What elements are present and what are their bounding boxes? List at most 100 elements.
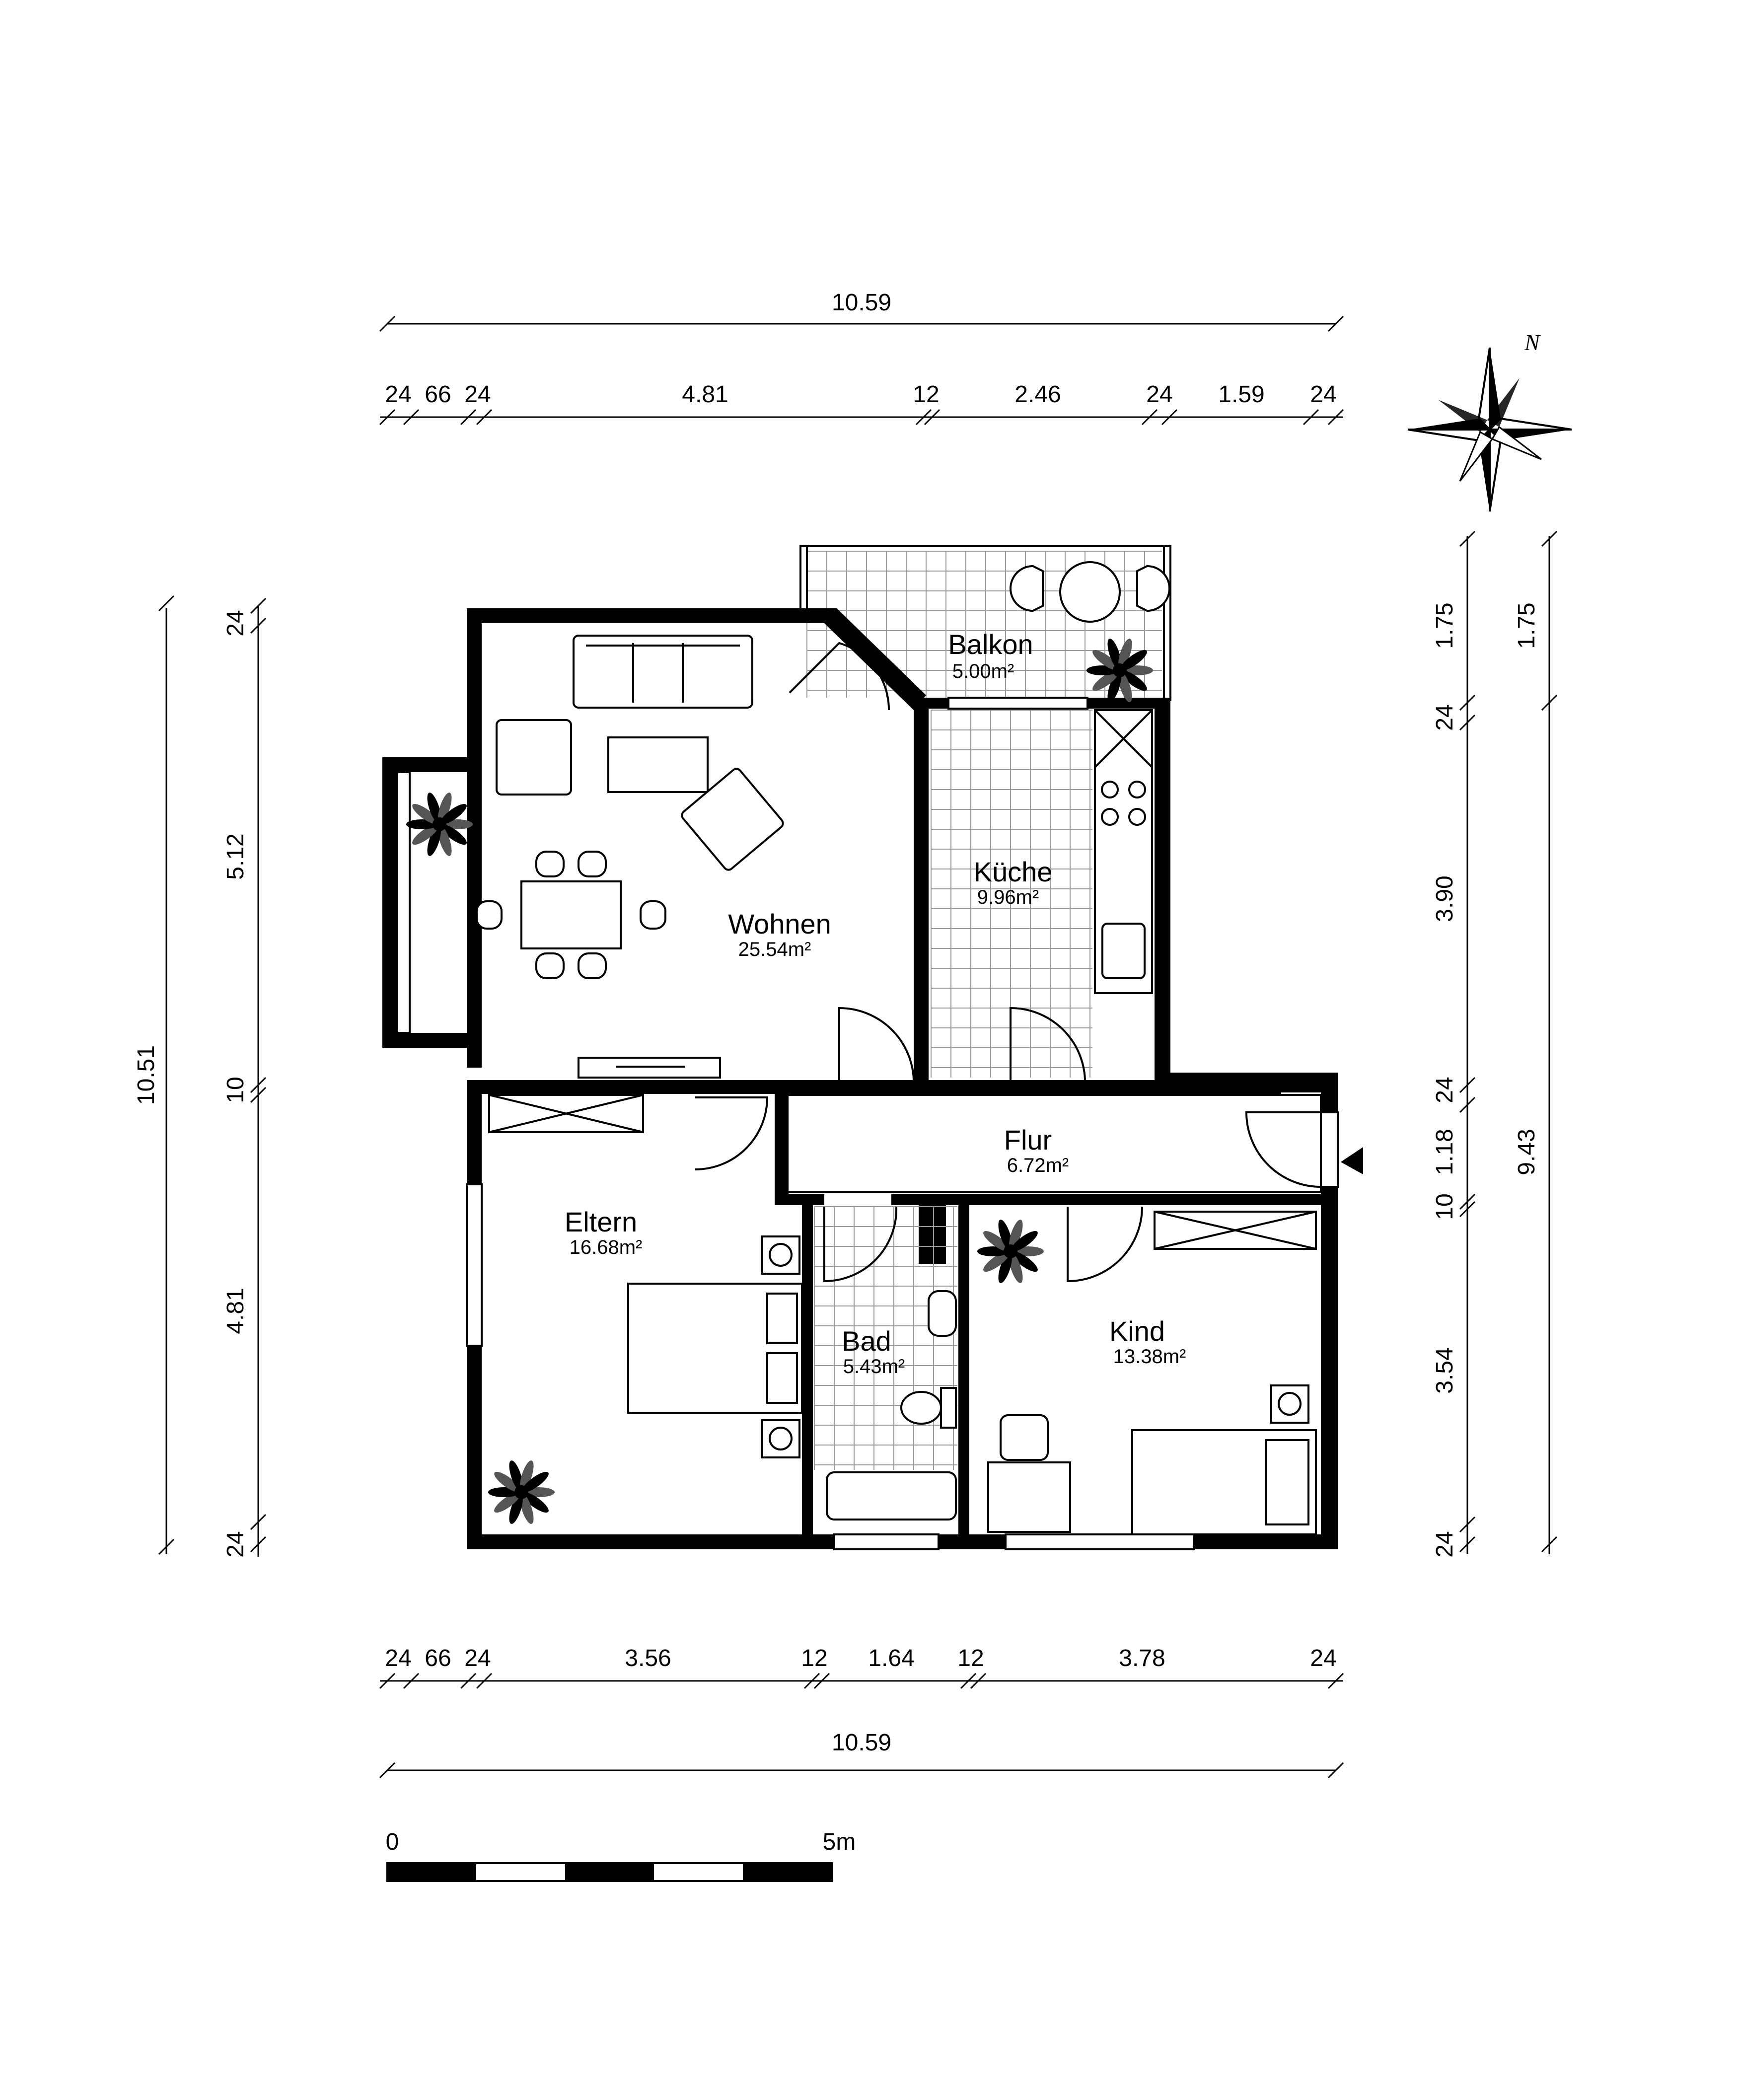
north-compass-icon: N [1407,330,1572,512]
kitchen-tiles [931,710,1092,1078]
left-seg-4: 4.81 [222,1288,249,1334]
scale-start-label: 0 [386,1829,399,1855]
room-area-kueche: 9.96m² [977,886,1039,908]
pillow [766,1293,798,1344]
nightstand [761,1419,800,1458]
left-seg-2: 5.12 [222,833,249,879]
plant-icon [1086,639,1153,702]
top-seg-2: 66 [425,381,451,408]
balcony-chair-left [1010,565,1044,612]
right-overall-label: 9.43 [1514,1129,1540,1175]
room-area-bad: 5.43m² [843,1356,905,1377]
pillow [1265,1439,1309,1525]
bottom-seg-2: 66 [425,1645,451,1671]
right-seg-3: 3.90 [1432,875,1458,922]
right-balcony-label: 1.75 [1514,602,1540,649]
top-seg-5: 12 [913,381,939,408]
top-segment-dimensions: 24 66 24 4.81 12 2.46 24 1.59 24 [379,381,1344,426]
right-seg-1: 1.75 [1432,602,1458,649]
scale-segment [743,1863,832,1881]
left-overall-dimension: 10.51 [133,595,175,1555]
balcony-chair-right [1136,565,1170,612]
kind-furniture [987,1211,1317,1535]
bottom-overall-label: 10.59 [832,1730,891,1756]
top-seg-3: 24 [464,381,491,408]
plant-icon [977,1220,1044,1283]
doors [695,642,1363,1283]
balcony-door [789,642,890,711]
desk-chair [1000,1414,1049,1461]
walls [382,608,1338,1549]
bath-tiles [814,1206,957,1470]
bottom-seg-9: 24 [1310,1645,1336,1671]
right-seg-8: 24 [1432,1531,1458,1557]
right-seg-5: 1.18 [1432,1129,1458,1175]
armchair-left [496,719,572,796]
room-name-balkon: Balkon [948,629,1033,660]
bottom-seg-6: 1.64 [868,1645,914,1671]
right-seg-2: 24 [1432,704,1458,730]
dining-chair [535,952,565,979]
room-name-flur: Flur [1004,1124,1052,1156]
pillow [766,1352,798,1404]
left-seg-5: 24 [222,1531,249,1557]
top-seg-7: 24 [1146,381,1172,408]
right-seg-4: 24 [1432,1077,1458,1103]
room-name-bad: Bad [842,1325,891,1357]
wohnen-door [838,1007,915,1081]
kind-door [1067,1206,1143,1283]
left-seg-3: 10 [222,1077,249,1103]
top-seg-1: 24 [385,381,411,408]
plants [406,639,1153,1524]
wohnen-window [396,771,411,1034]
compass-north-label: N [1524,330,1541,355]
armchair-right [681,768,784,871]
scale-bar: 0 5m [386,1829,856,1882]
top-seg-9: 24 [1310,381,1336,408]
plant-icon [406,793,473,856]
bottom-seg-3: 24 [464,1645,491,1671]
room-area-flur: 6.72m² [1007,1155,1069,1176]
room-name-eltern: Eltern [565,1206,637,1237]
left-segment-dimensions: 24 5.12 10 4.81 24 [222,597,267,1558]
balcony-table [1059,561,1121,623]
kueche-furniture [1094,709,1153,994]
eltern-furniture [488,1094,803,1458]
left-overall-label: 10.51 [133,1045,159,1105]
plant-icon [488,1460,555,1524]
dining-chair [476,900,503,930]
room-area-kind: 13.38m² [1113,1346,1186,1368]
coffee-table [607,736,709,793]
bottom-seg-4: 3.56 [625,1645,671,1671]
bottom-overall-dimension: 10.59 [379,1730,1344,1779]
toilet-tank [940,1387,957,1429]
kueche-balcony-window [947,697,1088,710]
bathtub [826,1471,957,1521]
room-name-wohnen: Wohnen [728,908,831,940]
dining-chair [535,851,565,877]
top-seg-8: 1.59 [1218,381,1264,408]
entrance-arrow-icon [1341,1147,1363,1174]
windows [396,697,1339,1550]
bad-door [823,1206,898,1283]
kitchen-sink [1101,923,1146,979]
bottom-segment-dimensions: 24 66 24 3.56 12 1.64 12 3.78 24 [379,1645,1344,1689]
right-segment-dimensions: 1.75 24 3.90 24 1.18 10 3.54 24 [1432,530,1476,1558]
bottom-seg-5: 12 [801,1645,827,1671]
entrance-door [1245,1111,1321,1188]
flur-area [786,1094,1322,1193]
right-seg-7: 3.54 [1432,1347,1458,1393]
bottom-seg-8: 3.78 [1119,1645,1165,1671]
dining-table [520,880,622,949]
bad-furniture [826,1290,957,1521]
room-area-eltern: 16.68m² [570,1236,643,1258]
room-area-wohnen: 25.54m² [738,939,811,960]
sofa [573,635,753,709]
right-overall-dimensions: 1.75 9.43 [1514,530,1558,1554]
room-area-balkon: 5.00m² [952,660,1014,682]
kids-nightstand [1270,1384,1309,1424]
scale-segment [387,1863,476,1881]
washbasin [928,1290,957,1337]
dining-chair [640,900,666,930]
